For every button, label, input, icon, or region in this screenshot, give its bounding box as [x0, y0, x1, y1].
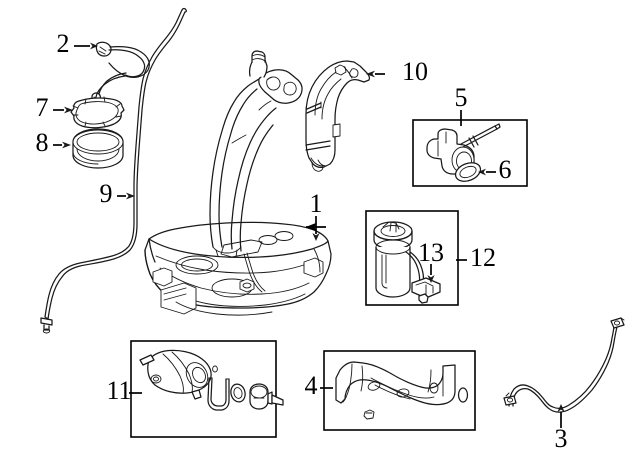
callout-label-8: 8 [36, 128, 49, 157]
callout-arrow-9 [126, 192, 135, 200]
part-filler-neck-housing [305, 60, 370, 172]
callout-arrow-1 [312, 233, 320, 241]
callout-label-2: 2 [57, 29, 70, 58]
regulator-inset-box [412, 119, 528, 187]
callout-arrow-8 [62, 141, 71, 149]
fuel-pump-inset-box [365, 210, 459, 306]
callout-label-13: 13 [418, 238, 444, 267]
heat-shield-inset-box [323, 350, 476, 431]
part-fuel-feed-line [40, 7, 188, 334]
callout-label-7: 7 [36, 93, 49, 122]
part-fuel-pump-connector [411, 277, 441, 304]
fuel-filter-inset-box [130, 340, 284, 438]
callout-arrow-13 [427, 275, 435, 283]
part-filler-neck-gasket [72, 128, 124, 169]
callout-label-5: 5 [455, 83, 468, 112]
callout-label-3: 3 [555, 424, 568, 453]
callout-label-1: 1 [310, 189, 323, 218]
callout-label-4: 4 [305, 371, 318, 400]
callout-label-11: 11 [106, 376, 131, 405]
callout-label-9: 9 [100, 179, 113, 208]
callout-arrow-3 [557, 404, 565, 412]
callout-arrow-6 [478, 168, 486, 176]
part-fuel-tank [144, 221, 332, 316]
part-filler-neck-tube [209, 50, 303, 293]
callout-arrow-2 [90, 42, 98, 50]
callout-arrow-10 [366, 70, 375, 78]
callout-arrow-7 [64, 106, 73, 114]
callout-label-6: 6 [499, 155, 512, 184]
callout-label-12: 12 [470, 243, 496, 272]
part-fuel-filler-cap [70, 96, 125, 129]
callout-label-10: 10 [402, 57, 428, 86]
part-fuel-tank-cap-tether [91, 41, 150, 104]
part-regulator-seal-o-ring [454, 162, 482, 182]
